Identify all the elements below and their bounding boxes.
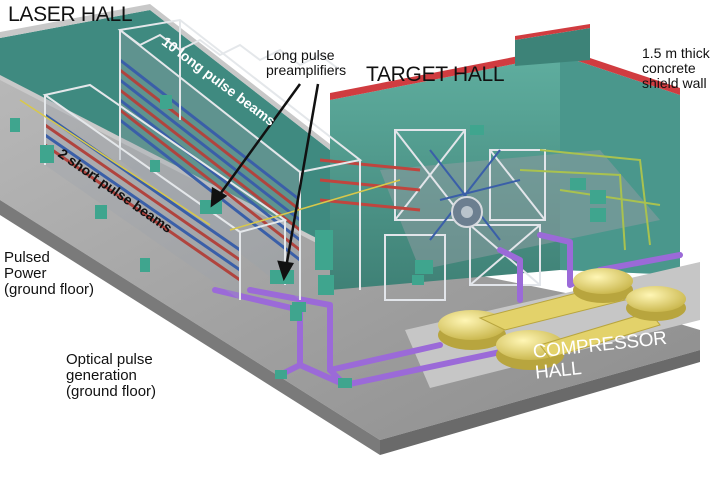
optical-pulse-line-3: (ground floor) — [66, 383, 157, 401]
pulsed-power-label: Pulsed Power (ground floor) — [4, 249, 95, 299]
yellow-guide-line — [19, 99, 401, 231]
laser-hall-label: LASER HALL — [8, 3, 133, 26]
long-pulse-preamplifiers-label: Long pulse preamplifiers — [266, 47, 347, 79]
optical-pulse-line-2: generation — [66, 367, 137, 385]
target-hall-label: TARGET HALL — [366, 63, 505, 86]
pulsed-power-line-1: Pulsed — [4, 249, 50, 266]
optical-pulse-generation-label: Optical pulse generation (ground floor) — [66, 351, 157, 401]
shield-wall-label: 1.5 m thick concrete shield wall — [642, 45, 710, 92]
compressor-vessels — [438, 268, 686, 370]
floor-equipment — [10, 118, 160, 272]
shield-wall-line-1: 1.5 m thick — [642, 45, 710, 61]
pulsed-power-line-2: Power — [4, 265, 47, 283]
optical-pulse-line-1: Optical pulse — [66, 351, 153, 368]
long-pulse-preamplifiers-line-2: preamplifiers — [266, 62, 347, 79]
long-pulse-preamplifiers-line-1: Long pulse — [266, 47, 335, 63]
compressor-tank-right — [573, 268, 686, 321]
preamplifier-callout-arrows — [210, 83, 320, 282]
laser-hall-wall — [0, 4, 330, 245]
shield-wall-line-2: concrete — [642, 60, 696, 77]
pulsed-power-line-3: (ground floor) — [4, 281, 95, 299]
shield-wall-line-3: shield wall — [642, 75, 707, 92]
